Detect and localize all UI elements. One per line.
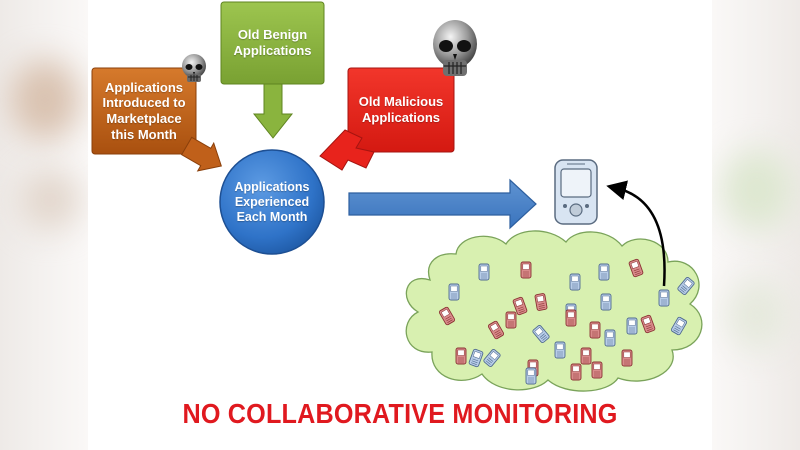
malicious-phone-icon (520, 261, 532, 279)
phone-population-cloud (405, 230, 703, 392)
new-apps-box (91, 67, 222, 172)
right-blurred-margin (712, 0, 800, 450)
benign-phone-icon (448, 283, 460, 301)
blue-flow-arrow (348, 178, 537, 230)
benign-phone-icon (468, 348, 484, 368)
malicious-phone-icon (455, 347, 467, 365)
malicious-phone-icon (505, 311, 517, 329)
skull-icon (433, 20, 477, 76)
blur-blob (727, 280, 787, 350)
malicious-phone-icon (565, 309, 577, 327)
apps-experienced-circle (219, 149, 325, 255)
malicious-phone-icon (589, 321, 601, 339)
report-arrow (606, 180, 666, 287)
green-arrow (252, 83, 294, 139)
old-benign-box (220, 1, 325, 139)
malicious-phone-icon (438, 306, 456, 326)
blur-blob (722, 150, 792, 230)
malicious-phone-icon (628, 258, 644, 278)
old-malicious-box (319, 67, 455, 171)
benign-phone-icon (604, 329, 616, 347)
malicious-phone-icon (591, 361, 603, 379)
malicious-phone-icon (640, 314, 656, 334)
left-blurred-margin (0, 0, 88, 450)
benign-phone-icon (600, 293, 612, 311)
phone-group (438, 258, 695, 385)
orange-arrow (180, 136, 222, 172)
benign-phone-icon (677, 277, 695, 295)
benign-phone-icon (532, 325, 550, 343)
benign-phone-icon (569, 273, 581, 291)
malicious-phone-icon (534, 293, 548, 311)
benign-phone-icon (598, 263, 610, 281)
benign-phone-icon (478, 263, 490, 281)
benign-phone-icon (670, 316, 688, 336)
benign-phone-icon (483, 349, 501, 367)
slide-title: NO COLLABORATIVE MONITORING (182, 398, 618, 429)
benign-phone-icon (554, 341, 566, 359)
malicious-phone-icon (487, 320, 505, 340)
skull-icon (182, 54, 206, 82)
malicious-phone-icon (621, 349, 633, 367)
malicious-phone-icon (512, 296, 528, 316)
benign-phone-icon (626, 317, 638, 335)
pda-phone-icon (554, 159, 598, 225)
malicious-phone-icon (580, 347, 592, 365)
benign-phone-icon (525, 367, 537, 385)
malicious-phone-icon (570, 363, 582, 381)
benign-phone-icon (658, 289, 670, 307)
blur-blob (10, 60, 80, 140)
blur-blob (20, 170, 80, 230)
red-arrow (319, 129, 375, 171)
